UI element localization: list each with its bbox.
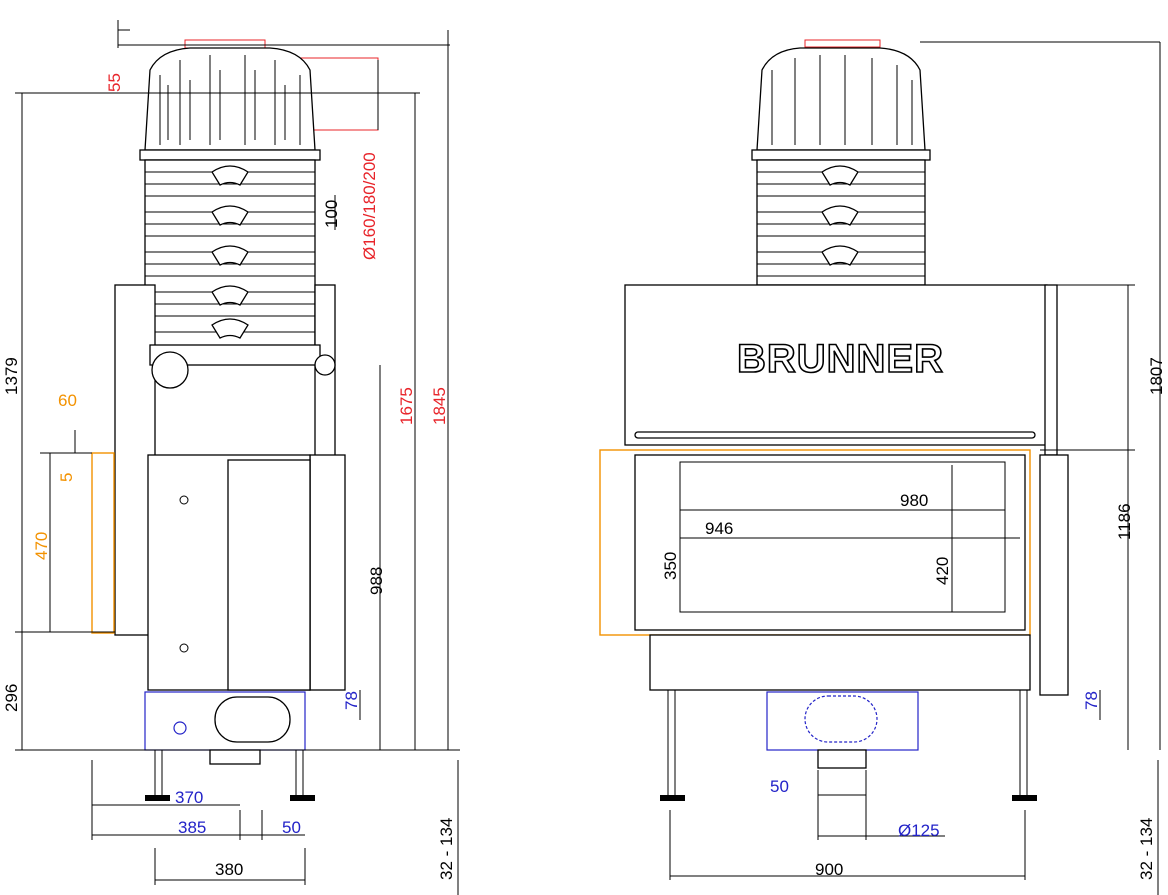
legs [667,690,1028,795]
dim-350: 350 [661,552,680,580]
convection-collar [144,47,316,151]
dim-flue-diameter: Ø160/180/200 [360,152,379,260]
hood [624,284,1048,446]
dim-1186: 1186 [1115,503,1134,540]
dim-470: 470 [32,532,51,560]
ribbed-heat-exchanger [144,159,316,351]
legs [154,750,304,795]
dim-1807: 1807 [1147,357,1166,395]
brand-logo: BRUNNER [737,337,944,381]
side-view: 55 Ø160/180/200 100 1379 296 60 5 470 98… [2,20,460,895]
fire-window [634,454,1026,631]
dim-50: 50 [282,818,301,837]
dim-1675: 1675 [397,387,416,425]
dim-1379: 1379 [2,357,21,395]
dim-296: 296 [2,684,21,712]
door-profile [227,459,311,691]
dim-5: 5 [57,473,76,482]
dim-1845: 1845 [430,387,449,425]
dim-legs-range: 32 - 134 [1137,818,1156,880]
dim-900: 900 [815,860,843,879]
dim-370: 370 [175,788,203,807]
dim-988: 988 [367,567,386,595]
dim-50: 50 [770,777,789,796]
dim-78: 78 [1082,691,1101,710]
convection-collar [756,47,926,151]
dim-380: 380 [215,860,243,879]
front-view: BRUNNER 980 946 350 420 1186 1807 78 50 … [599,39,1166,895]
dim-78: 78 [342,691,361,710]
dim-980: 980 [900,491,928,510]
dim-diameter-125: Ø125 [898,821,940,840]
dim-946: 946 [705,519,733,538]
air-intake-box [766,691,919,751]
opening-outline [91,452,115,634]
dim-55: 55 [105,73,124,92]
dim-385: 385 [178,818,206,837]
dim-100: 100 [322,200,341,228]
flue-top-collar [184,39,266,49]
dim-420: 420 [933,557,952,585]
dim-legs-range: 32 - 134 [437,818,456,880]
dim-60: 60 [58,391,77,410]
